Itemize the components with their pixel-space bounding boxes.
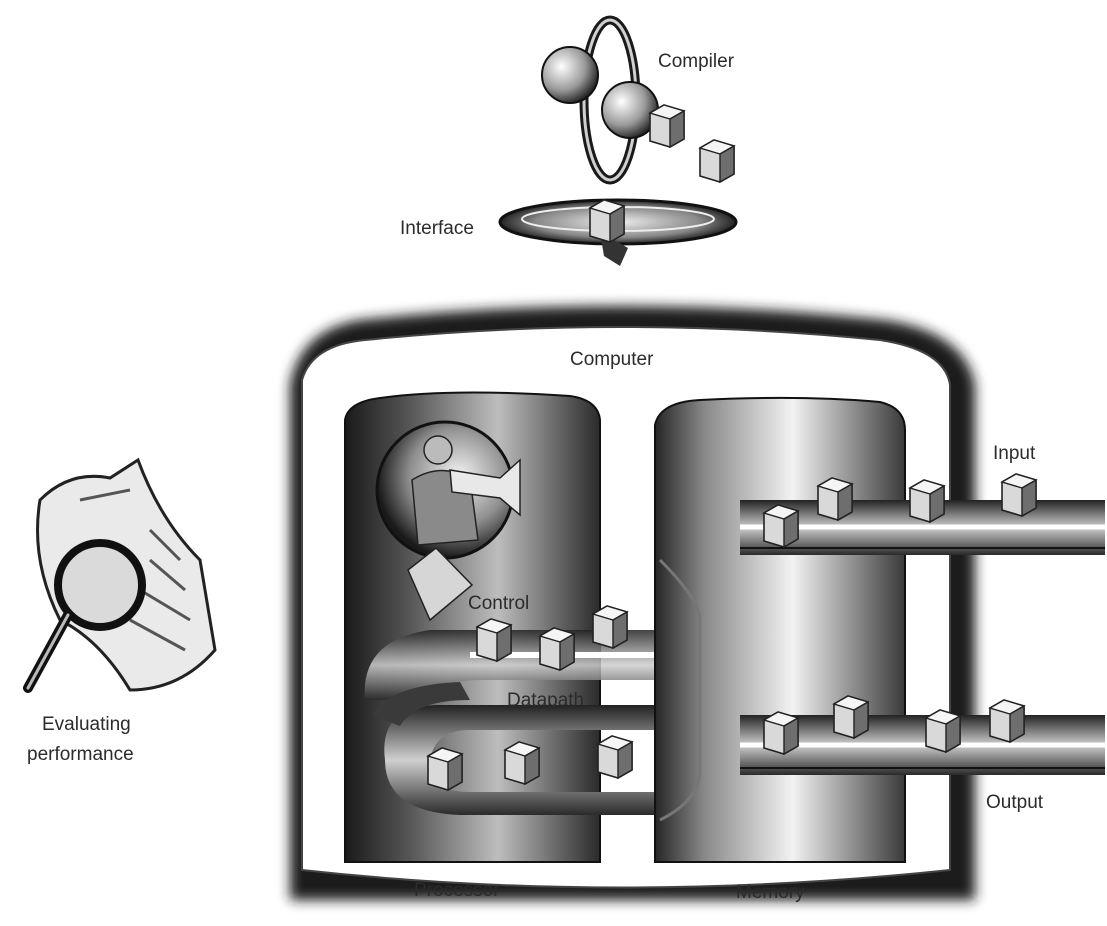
cube-icon	[910, 480, 944, 522]
cube-icon	[990, 700, 1024, 742]
processor-label: Processor	[414, 880, 500, 901]
cube-icon	[818, 478, 852, 520]
cube-icon	[834, 696, 868, 738]
sphere-icon	[542, 47, 598, 103]
memory-label: Memory	[736, 882, 805, 903]
cube-icon	[764, 505, 798, 547]
cube-icon	[926, 710, 960, 752]
cube-icon	[1002, 474, 1036, 516]
cube-icon	[700, 140, 734, 182]
cube-icon	[505, 742, 539, 784]
input-label: Input	[993, 443, 1036, 464]
interface-label: Interface	[400, 218, 474, 239]
cube-icon	[598, 736, 632, 778]
memory-panel	[655, 398, 905, 862]
cube-icon	[764, 712, 798, 754]
compiler-label: Compiler	[658, 51, 735, 72]
cube-icon	[650, 105, 684, 147]
control-label: Control	[468, 593, 529, 614]
evaluating-label-line2: performance	[27, 744, 134, 765]
cube-icon	[428, 748, 462, 790]
computer-label: Computer	[570, 349, 654, 370]
evaluating-label-line1: Evaluating	[42, 714, 131, 735]
evaluating-performance-illustration	[28, 460, 215, 690]
cube-icon	[540, 628, 574, 670]
datapath-label: Datapath	[507, 690, 584, 711]
cube-icon	[593, 606, 627, 648]
cube-icon	[477, 619, 511, 661]
output-label: Output	[986, 792, 1044, 813]
cube-icon	[590, 200, 624, 242]
